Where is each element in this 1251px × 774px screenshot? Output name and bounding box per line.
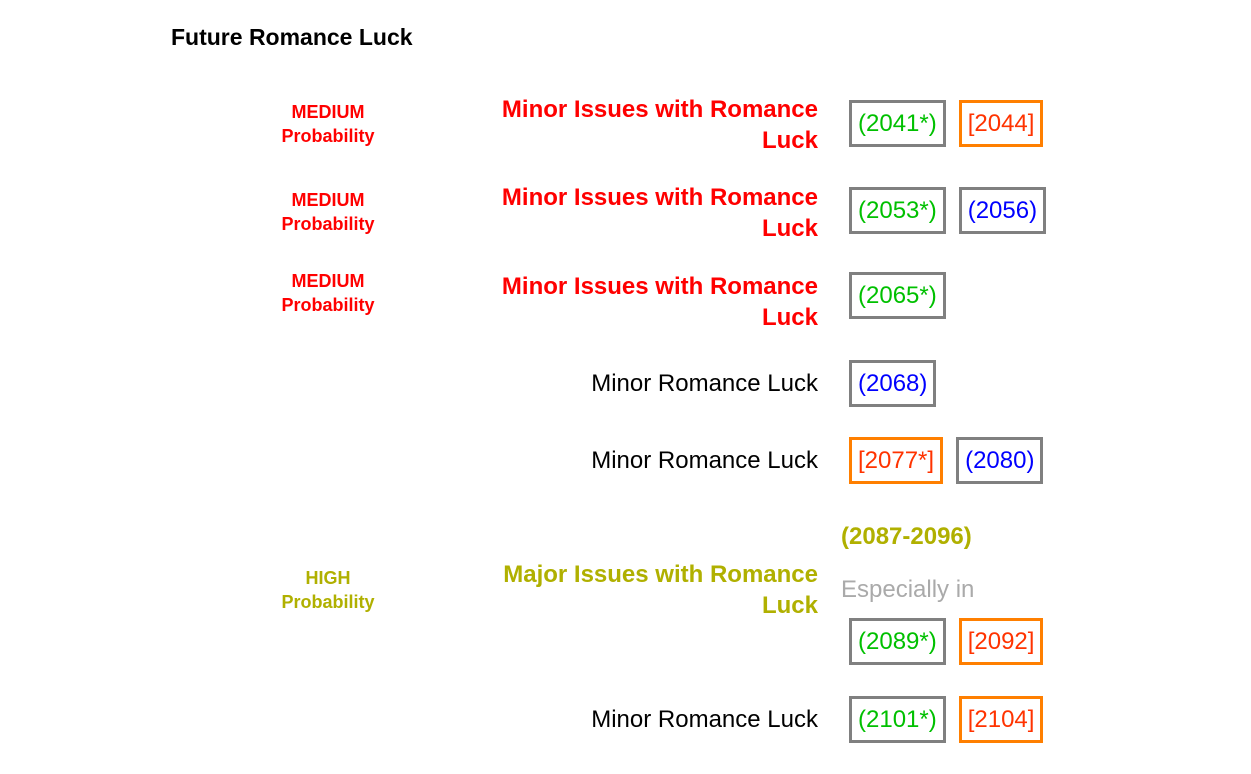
probability-level: HIGH <box>305 568 351 588</box>
probability-word: Probability <box>281 592 375 612</box>
page-title: Future Romance Luck <box>171 24 413 50</box>
probability-word: Probability <box>281 295 375 315</box>
probability-word: Probability <box>281 214 375 234</box>
period-label-line: Minor Issues with Romance <box>501 184 818 211</box>
period-label-line: Luck <box>761 592 818 619</box>
period-label: Minor Issues with Romance Luck <box>398 182 818 244</box>
year-boxes: (2053*) (2056) <box>849 187 1047 234</box>
year-range: (2087-2096) <box>841 523 972 550</box>
probability-word: Probability <box>281 126 375 146</box>
year-boxes: (2041*) [2044] <box>849 100 1044 147</box>
year-boxes: (2065*) <box>849 272 946 319</box>
year-box: (2041*) <box>849 100 946 147</box>
year-box: (2080) <box>956 437 1044 484</box>
year-box: (2089*) <box>849 618 946 665</box>
period-label: Minor Issues with Romance Luck <box>398 94 818 156</box>
year-box: [2104] <box>958 696 1044 743</box>
year-box: [2077*] <box>849 437 944 484</box>
year-box: [2044] <box>958 100 1044 147</box>
year-box: (2053*) <box>849 187 946 234</box>
probability-level: MEDIUM <box>291 102 365 122</box>
probability-label: MEDIUM Probability <box>248 269 408 317</box>
year-box: (2068) <box>849 360 937 407</box>
period-label: Minor Romance Luck <box>591 706 818 733</box>
probability-level: MEDIUM <box>291 271 365 291</box>
period-label-line: Luck <box>761 304 818 331</box>
period-label-line: Major Issues with Romance <box>503 561 818 588</box>
period-label: Minor Romance Luck <box>591 447 818 474</box>
probability-label: MEDIUM Probability <box>248 188 408 236</box>
period-label-line: Luck <box>761 215 818 242</box>
period-label-line: Luck <box>761 127 818 154</box>
year-box: (2065*) <box>849 272 946 319</box>
period-label: Minor Issues with Romance Luck <box>398 271 818 333</box>
year-boxes: (2101*) [2104] <box>849 696 1044 743</box>
year-boxes: (2068) <box>849 360 937 407</box>
period-label-line: Minor Issues with Romance <box>501 273 818 300</box>
year-box: (2101*) <box>849 696 946 743</box>
year-box: [2092] <box>958 618 1044 665</box>
period-label: Major Issues with Romance Luck <box>398 559 818 621</box>
period-label: Minor Romance Luck <box>591 370 818 397</box>
year-boxes: (2089*) [2092] <box>849 618 1044 665</box>
probability-label: MEDIUM Probability <box>248 100 408 148</box>
especially-label: Especially in <box>841 576 975 603</box>
year-box: (2056) <box>958 187 1047 234</box>
probability-level: MEDIUM <box>291 190 365 210</box>
year-boxes: [2077*] (2080) <box>849 437 1044 484</box>
probability-label: HIGH Probability <box>248 566 408 614</box>
period-label-line: Minor Issues with Romance <box>501 96 818 123</box>
